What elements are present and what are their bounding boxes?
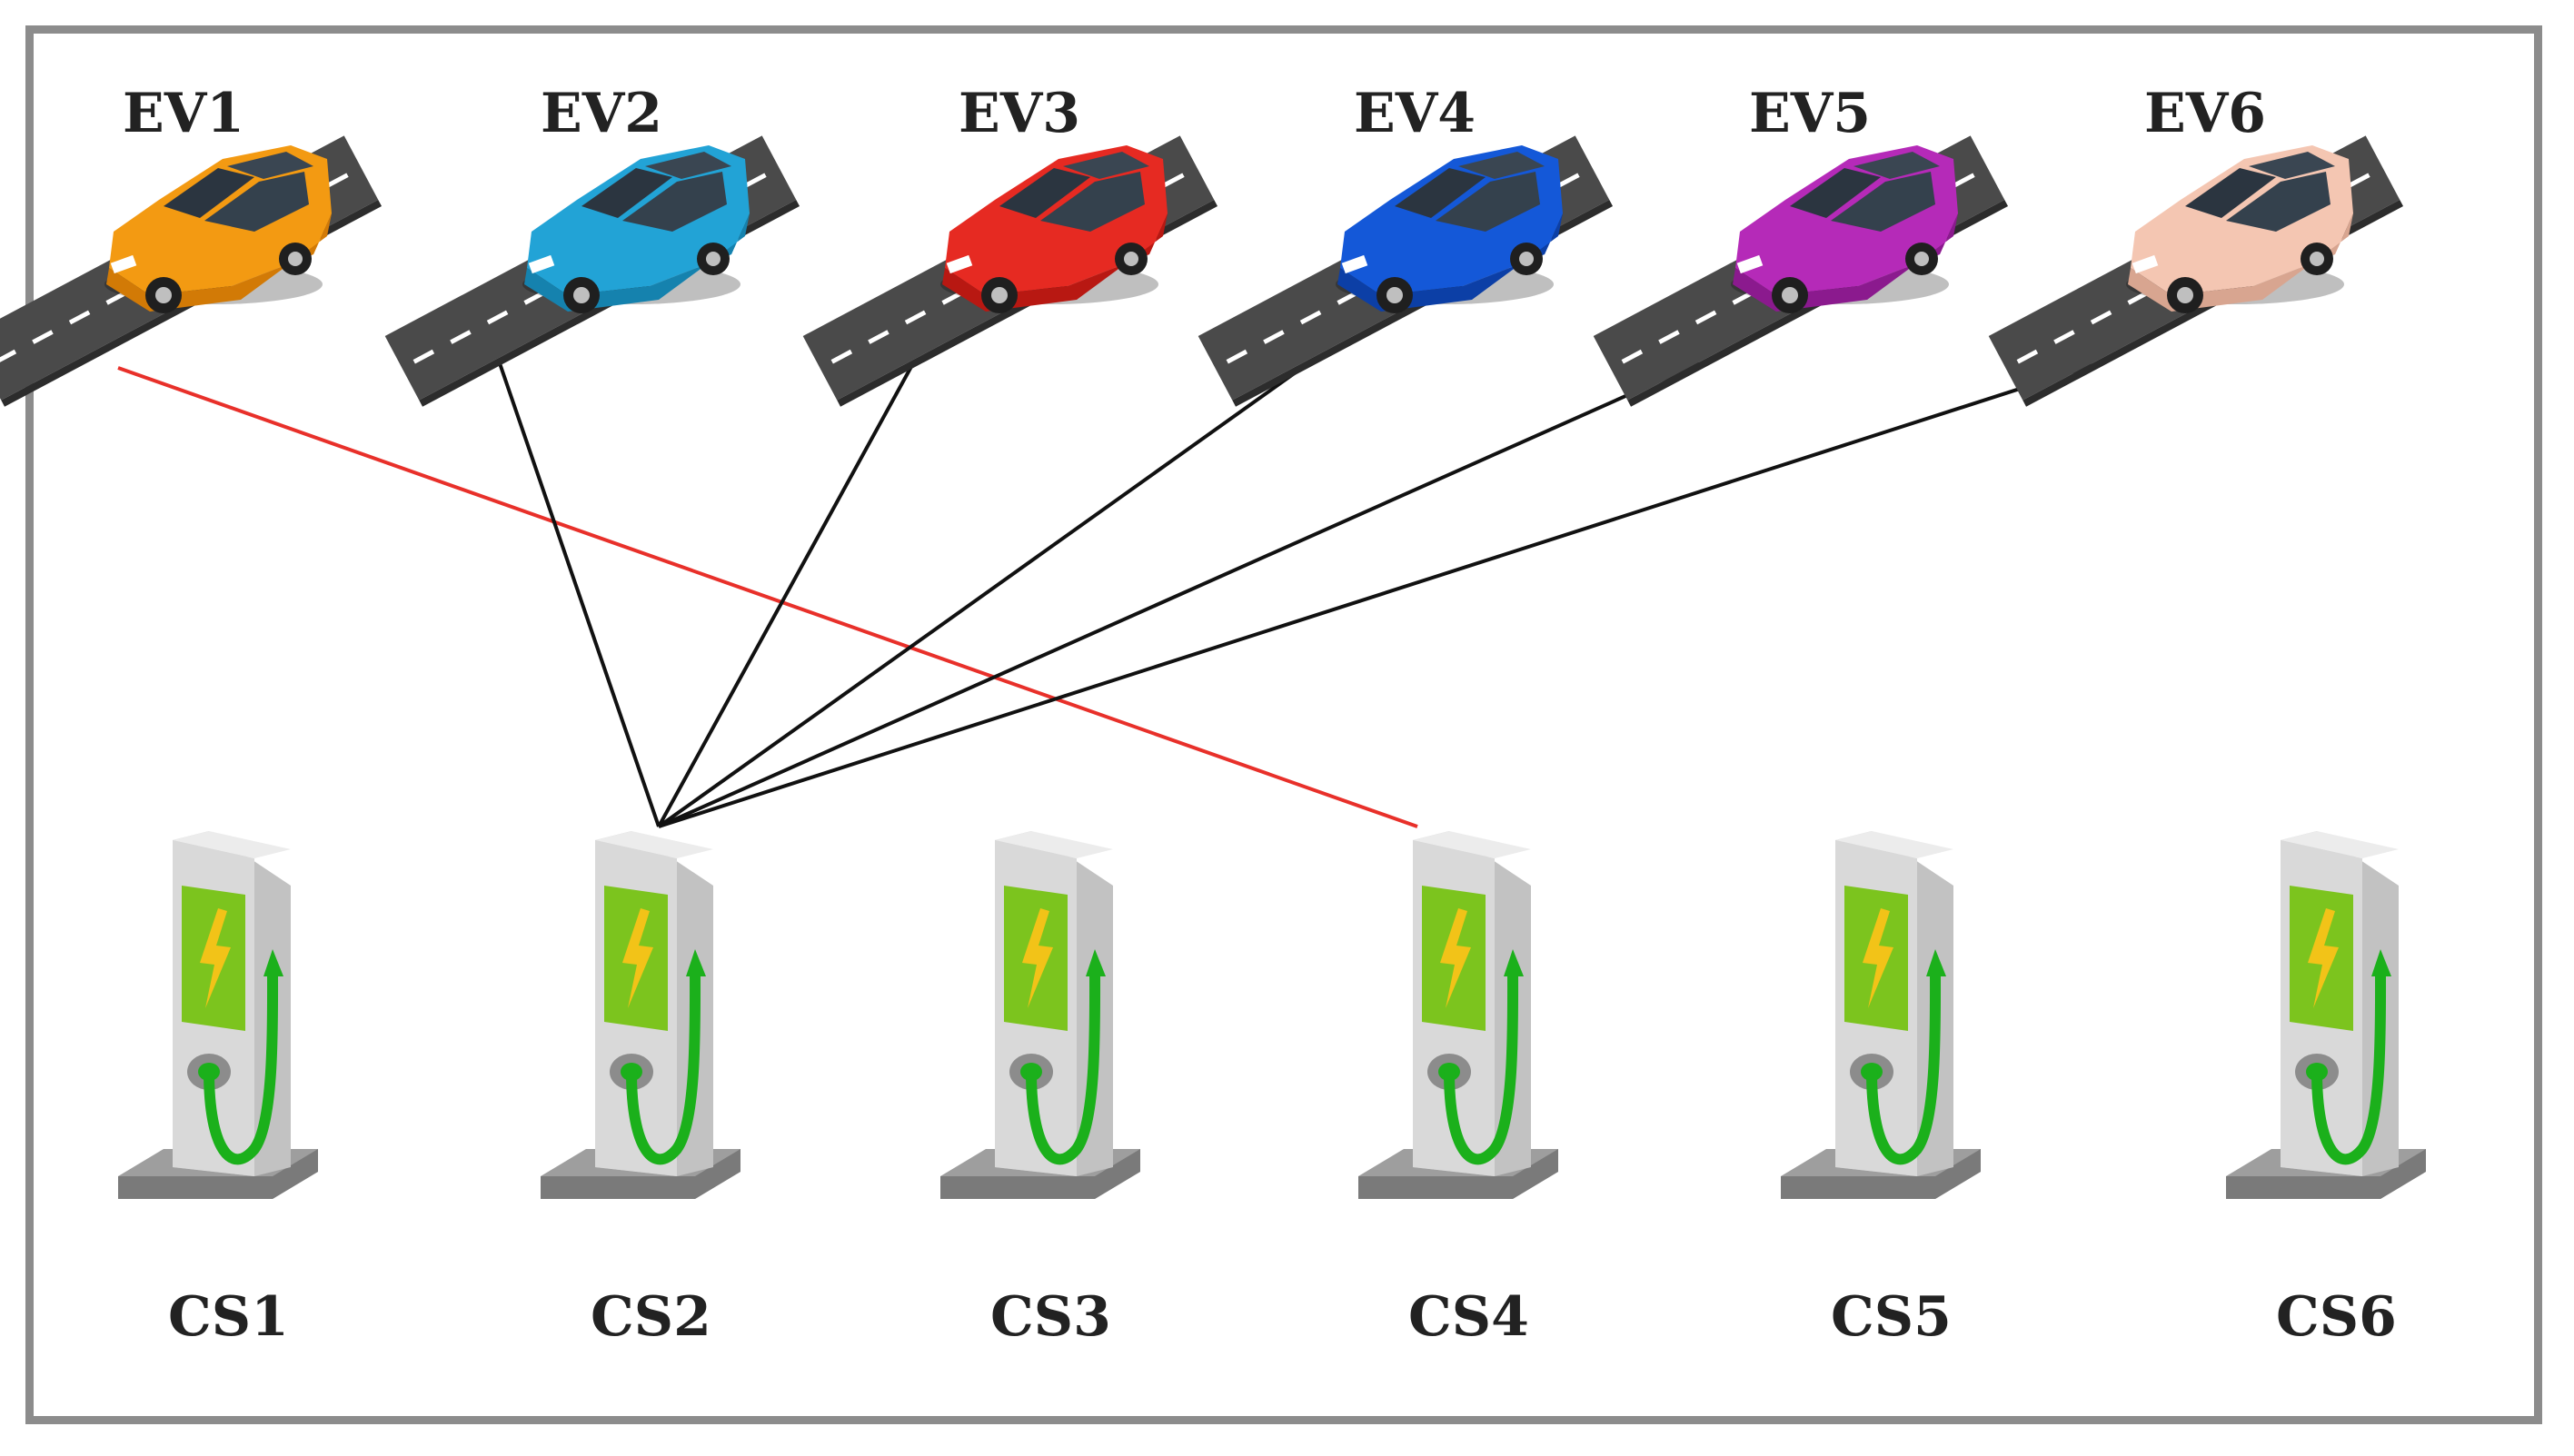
connection-line [657, 362, 915, 827]
connection-line [498, 362, 661, 827]
car-icon [2126, 145, 2353, 313]
connection-line [117, 366, 1418, 828]
vehicle-3: EV3 [802, 82, 1218, 407]
station-6: CS6 [2226, 831, 2426, 1349]
charging-station-icon [541, 831, 740, 1199]
connection-line [658, 362, 2100, 828]
station-1: CS1 [118, 831, 318, 1349]
vehicle-label: EV1 [123, 82, 244, 145]
vehicle-label: EV6 [2144, 82, 2266, 145]
vehicle-5: EV5 [1593, 82, 2009, 407]
charging-station-icon [118, 831, 318, 1199]
station-4: CS4 [1358, 831, 1558, 1349]
charging-station-icon [940, 831, 1140, 1199]
station-label: CS2 [591, 1285, 711, 1349]
station-3: CS3 [940, 831, 1140, 1349]
car-icon [940, 145, 1168, 313]
connection-line [658, 362, 1700, 828]
diagram-frame [25, 25, 2542, 1424]
charging-station-icon [1781, 831, 1981, 1199]
station-row: CS1 CS2 CS3 CS4 CS5 CS6 [118, 831, 2426, 1349]
connection-line [657, 362, 1310, 828]
car-icon [1731, 145, 1958, 313]
car-icon [522, 145, 750, 313]
vehicle-label: EV2 [541, 82, 662, 145]
station-label: CS1 [168, 1285, 289, 1349]
station-label: CS5 [1831, 1285, 1952, 1349]
station-5: CS5 [1781, 831, 1981, 1349]
car-icon [104, 145, 332, 313]
connection-lines [117, 362, 2100, 828]
station-label: CS3 [990, 1285, 1111, 1349]
station-label: CS6 [2276, 1285, 2397, 1349]
vehicle-label: EV5 [1749, 82, 1871, 145]
charging-station-icon [2226, 831, 2426, 1199]
vehicle-4: EV4 [1198, 82, 1614, 407]
vehicle-6: EV6 [1988, 82, 2404, 407]
vehicle-label: EV4 [1354, 82, 1476, 145]
car-icon [1336, 145, 1563, 313]
vehicle-2: EV2 [384, 82, 800, 407]
charging-station-icon [1358, 831, 1558, 1199]
station-2: CS2 [541, 831, 740, 1349]
vehicle-row: EV1 EV2 EV3 EV4 EV5 EV6 [0, 82, 2404, 407]
station-label: CS4 [1408, 1285, 1529, 1349]
vehicle-1: EV1 [0, 82, 383, 407]
vehicle-label: EV3 [959, 82, 1080, 145]
